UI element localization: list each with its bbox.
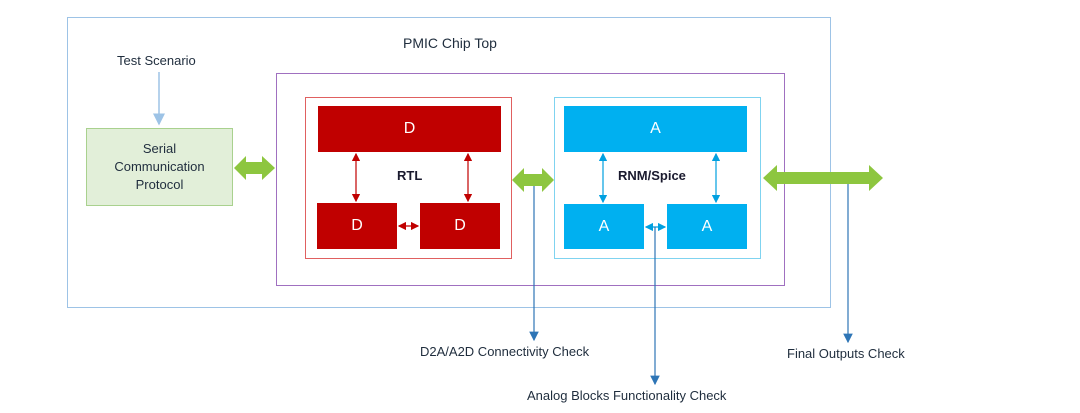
rtl-label: RTL bbox=[397, 168, 423, 183]
pmic-chip-top-box bbox=[67, 17, 831, 308]
rtl-box bbox=[305, 97, 512, 259]
analog-top-block: A bbox=[564, 106, 747, 152]
final-outputs-check-label: Final Outputs Check bbox=[787, 346, 905, 361]
analog-bottom-left-block: A bbox=[564, 204, 644, 249]
serial-protocol-line-3: Protocol bbox=[135, 177, 184, 192]
d2a-connectivity-check-label: D2A/A2D Connectivity Check bbox=[420, 344, 590, 359]
serial-bus-double-arrow bbox=[234, 156, 275, 180]
rtl-digital-bottom-right-block: D bbox=[420, 203, 500, 249]
rnm-spice-label: RNM/Spice bbox=[618, 168, 686, 183]
serial-protocol-box: Serial Communication Protocol bbox=[86, 128, 233, 206]
serial-protocol-line-2: Communication bbox=[114, 159, 205, 174]
rtl-digital-bottom-left-block: D bbox=[317, 203, 397, 249]
output-bus-double-arrow bbox=[763, 165, 883, 191]
rtl-digital-top-block: D bbox=[318, 106, 501, 152]
pmic-chip-top-title: PMIC Chip Top bbox=[403, 35, 497, 51]
analog-bottom-right-block: A bbox=[667, 204, 747, 249]
test-scenario-label: Test Scenario bbox=[117, 53, 196, 68]
analog-functionality-check-label: Analog Blocks Functionality Check bbox=[527, 388, 727, 403]
d2a-bus-double-arrow bbox=[512, 168, 554, 192]
serial-protocol-line-1: Serial bbox=[142, 141, 177, 156]
rnm-spice-box bbox=[554, 97, 761, 259]
